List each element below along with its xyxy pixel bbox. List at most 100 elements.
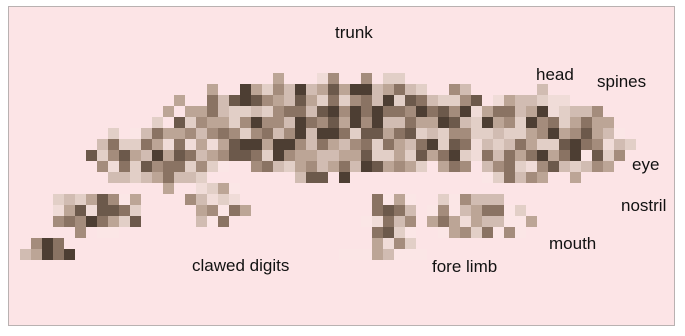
specimen-pixel (295, 139, 306, 150)
specimen-pixel (262, 150, 273, 161)
specimen-pixel (361, 106, 372, 117)
specimen-pixel (207, 205, 218, 216)
specimen-pixel (581, 117, 592, 128)
specimen-pixel (592, 139, 603, 150)
specimen-pixel (339, 84, 350, 95)
specimen-pixel (229, 150, 240, 161)
specimen-pixel (416, 106, 427, 117)
specimen-pixel (548, 161, 559, 172)
specimen-pixel (460, 139, 471, 150)
specimen-pixel (152, 150, 163, 161)
specimen-pixel (328, 128, 339, 139)
specimen-pixel (537, 172, 548, 183)
specimen-pixel (317, 161, 328, 172)
specimen-pixel (482, 216, 493, 227)
specimen-pixel (196, 194, 207, 205)
specimen-pixel (416, 139, 427, 150)
specimen-pixel (218, 150, 229, 161)
specimen-pixel (284, 95, 295, 106)
specimen-pixel (86, 205, 97, 216)
specimen-pixel (427, 150, 438, 161)
specimen-pixel (372, 117, 383, 128)
specimen-pixel (119, 205, 130, 216)
specimen-pixel (427, 139, 438, 150)
specimen-pixel (438, 216, 449, 227)
specimen-pixel (405, 106, 416, 117)
specimen-pixel (592, 150, 603, 161)
specimen-pixel (471, 216, 482, 227)
specimen-pixel (438, 128, 449, 139)
specimen-pixel (284, 84, 295, 95)
specimen-pixel (471, 194, 482, 205)
specimen-pixel (372, 227, 383, 238)
specimen-pixel (592, 106, 603, 117)
specimen-pixel (427, 117, 438, 128)
specimen-pixel (559, 95, 570, 106)
specimen-pixel (493, 205, 504, 216)
specimen-pixel (394, 205, 405, 216)
specimen-pixel (174, 128, 185, 139)
specimen-pixel (460, 128, 471, 139)
specimen-pixel (295, 161, 306, 172)
specimen-pixel (174, 172, 185, 183)
specimen-pixel (152, 139, 163, 150)
specimen-pixel (218, 139, 229, 150)
specimen-pixel (471, 227, 482, 238)
specimen-pixel (185, 150, 196, 161)
specimen-pixel (196, 161, 207, 172)
specimen-pixel (449, 106, 460, 117)
specimen-pixel (185, 161, 196, 172)
specimen-pixel (317, 95, 328, 106)
label-head: head (536, 66, 574, 83)
specimen-pixel (570, 161, 581, 172)
specimen-pixel (229, 95, 240, 106)
specimen-pixel (482, 172, 493, 183)
specimen-pixel (570, 139, 581, 150)
specimen-pixel (361, 84, 372, 95)
specimen-pixel (526, 128, 537, 139)
specimen-pixel (273, 128, 284, 139)
specimen-pixel (405, 161, 416, 172)
specimen-pixel (526, 95, 537, 106)
specimen-pixel (339, 249, 350, 260)
specimen-pixel (53, 205, 64, 216)
specimen-pixel (581, 139, 592, 150)
specimen-pixel (383, 238, 394, 249)
specimen-pixel (339, 172, 350, 183)
specimen-pixel (537, 128, 548, 139)
specimen-pixel (218, 117, 229, 128)
specimen-pixel (493, 117, 504, 128)
specimen-pixel (185, 194, 196, 205)
specimen-pixel (592, 161, 603, 172)
specimen-pixel (262, 117, 273, 128)
specimen-pixel (306, 106, 317, 117)
specimen-pixel (416, 249, 427, 260)
specimen-pixel (306, 84, 317, 95)
pixelated-specimen-image (9, 7, 676, 327)
specimen-pixel (328, 84, 339, 95)
specimen-pixel (482, 117, 493, 128)
specimen-pixel (405, 238, 416, 249)
specimen-pixel (119, 172, 130, 183)
specimen-pixel (482, 194, 493, 205)
specimen-pixel (130, 161, 141, 172)
specimen-pixel (53, 238, 64, 249)
specimen-pixel (361, 249, 372, 260)
specimen-pixel (383, 194, 394, 205)
specimen-pixel (383, 139, 394, 150)
specimen-pixel (130, 139, 141, 150)
specimen-pixel (317, 172, 328, 183)
specimen-pixel (86, 216, 97, 227)
specimen-pixel (526, 117, 537, 128)
specimen-pixel (548, 128, 559, 139)
specimen-pixel (119, 216, 130, 227)
specimen-pixel (317, 73, 328, 84)
specimen-pixel (394, 95, 405, 106)
specimen-pixel (350, 249, 361, 260)
specimen-pixel (97, 139, 108, 150)
specimen-pixel (317, 139, 328, 150)
specimen-pixel (306, 161, 317, 172)
specimen-pixel (317, 128, 328, 139)
specimen-pixel (295, 84, 306, 95)
specimen-pixel (471, 150, 482, 161)
